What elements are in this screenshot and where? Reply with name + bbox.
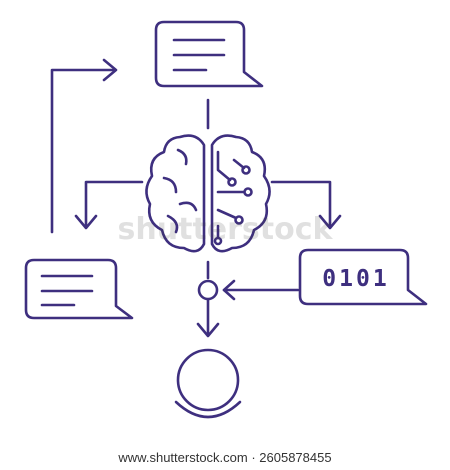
top-speech-bubble-icon bbox=[154, 20, 264, 88]
left-speech-bubble-icon bbox=[24, 258, 134, 320]
arrow-brain-to-binary bbox=[270, 180, 332, 228]
junction-node bbox=[197, 279, 219, 301]
user-head-icon bbox=[174, 348, 242, 419]
binary-label: 0101 bbox=[322, 266, 389, 292]
binary-data-icon bbox=[298, 248, 428, 306]
arrow-left-bubble-to-top-bubble bbox=[50, 68, 116, 234]
brain-circuit-icon bbox=[145, 134, 271, 253]
footer-credit: www.shutterstock.com · 2605878455 bbox=[118, 450, 332, 465]
arrow-brain-to-left-bubble bbox=[84, 180, 144, 228]
diagram-strokes bbox=[24, 20, 428, 419]
